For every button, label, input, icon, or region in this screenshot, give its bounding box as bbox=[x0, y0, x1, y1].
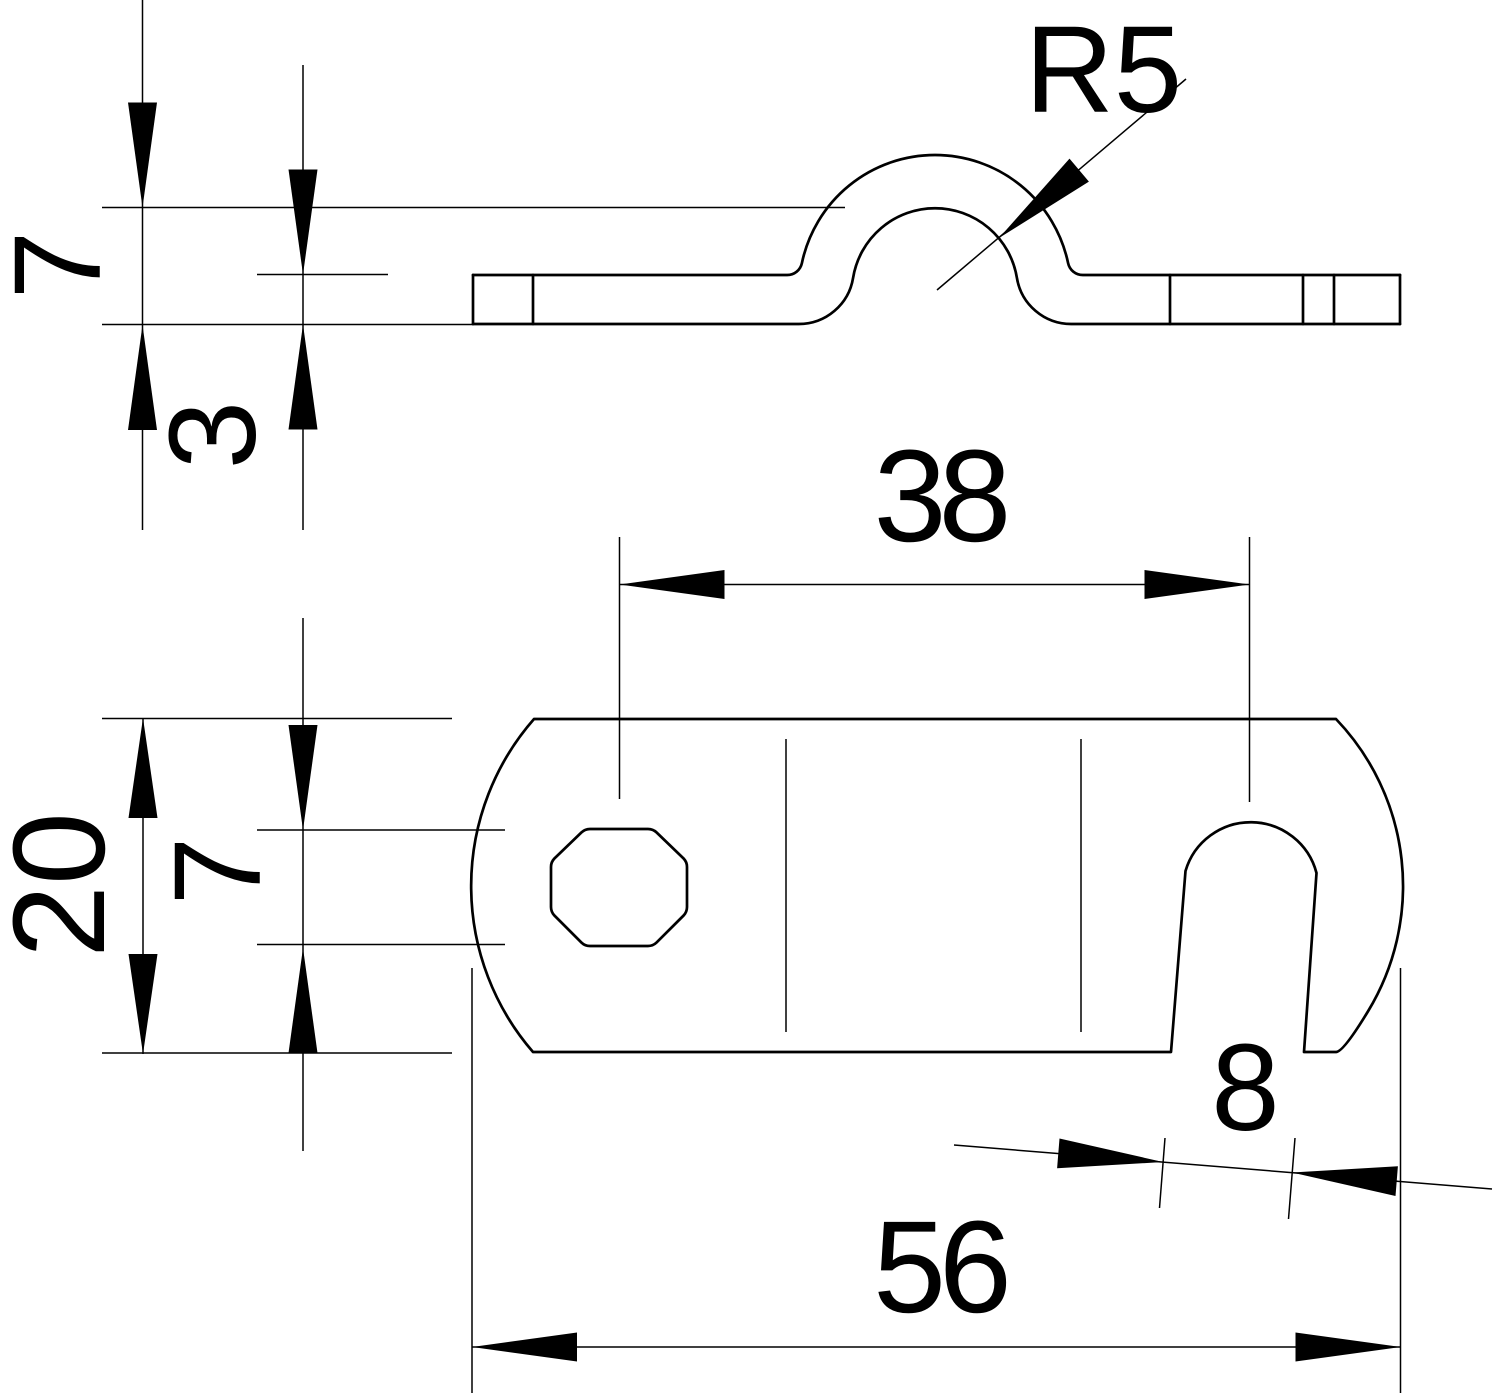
svg-text:3: 3 bbox=[145, 401, 282, 469]
svg-text:56: 56 bbox=[873, 1193, 1007, 1340]
svg-text:R5: R5 bbox=[1025, 2, 1182, 139]
svg-text:8: 8 bbox=[1211, 1020, 1279, 1157]
svg-text:7: 7 bbox=[150, 837, 287, 905]
svg-text:20: 20 bbox=[0, 812, 132, 958]
svg-text:7: 7 bbox=[0, 231, 127, 299]
svg-text:38: 38 bbox=[874, 422, 1007, 569]
